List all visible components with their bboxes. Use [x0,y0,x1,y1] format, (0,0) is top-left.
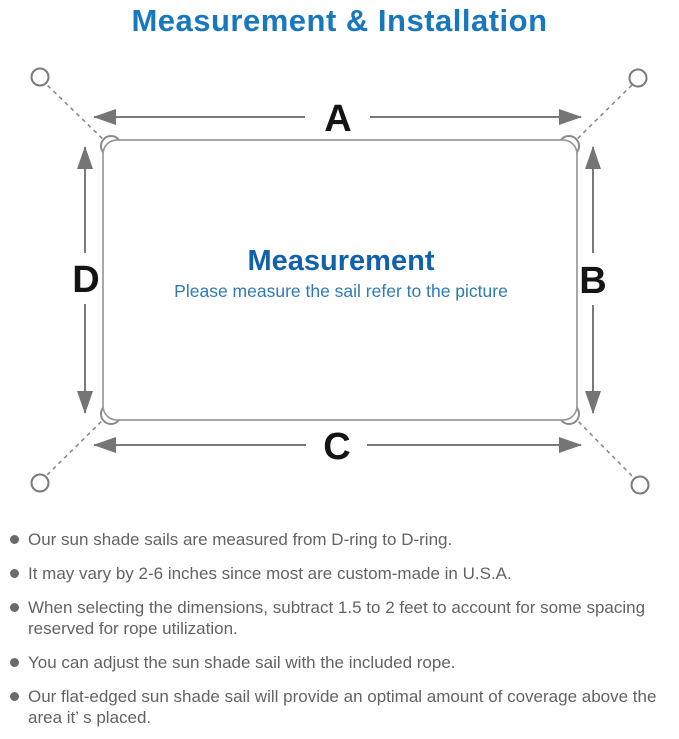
page-title: Measurement & Installation [131,3,548,38]
anchor-ring-icon-bottom-left [30,473,50,493]
note-item: When selecting the dimensions, subtract … [10,597,673,639]
measurement-subtitle: Please measure the sail refer to the pic… [174,281,508,301]
note-text: You can adjust the sun shade sail with t… [28,653,456,672]
measurement-diagram: A B C D Measurement Please measure the s… [30,67,650,495]
note-text: Our sun shade sails are measured from D-… [28,530,453,549]
sail-outline [102,139,578,421]
dashed-tie-lines [41,79,639,483]
anchor-rings [30,67,650,495]
dimension-label-b: B [579,260,606,302]
bullet-dot-icon [10,535,19,544]
anchor-ring-icon-bottom-right [630,475,650,495]
note-text: It may vary by 2-6 inches since most are… [28,564,512,583]
dashed-tie-line-bottom-left [41,415,108,481]
note-item: Our flat-edged sun shade sail will provi… [10,686,673,728]
bullet-dot-icon [10,603,19,612]
bullet-dot-icon [10,658,19,667]
dimension-label-a: A [324,98,351,140]
note-item: It may vary by 2-6 inches since most are… [10,563,673,584]
note-text: Our flat-edged sun shade sail will provi… [28,687,657,727]
bullet-dot-icon [10,569,19,578]
dashed-tie-line-bottom-right [572,415,639,483]
dimension-label-c: C [323,426,350,468]
note-item: Our sun shade sails are measured from D-… [10,529,673,550]
dashed-tie-line-top-right [571,80,637,145]
notes-list: Our sun shade sails are measured from D-… [10,529,673,739]
measurement-heading: Measurement [248,245,435,277]
anchor-ring-icon-top-left [30,67,50,87]
note-item: You can adjust the sun shade sail with t… [10,652,673,673]
note-text: When selecting the dimensions, subtract … [28,598,646,638]
anchor-ring-icon-top-right [628,68,648,88]
dashed-tie-line-top-left [41,79,109,145]
dimension-arrows [77,109,601,453]
dimension-label-d: D [72,259,99,301]
bullet-dot-icon [10,692,19,701]
